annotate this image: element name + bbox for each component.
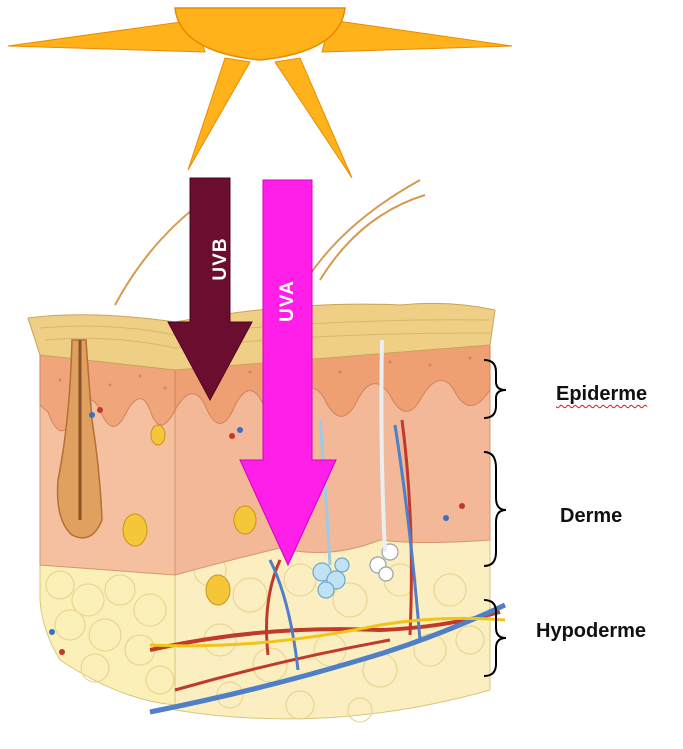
hypoderme-label: Hypoderme [536,620,646,643]
sun-icon [8,8,512,178]
sun-ray-right [322,20,512,52]
derme-label: Derme [560,505,622,528]
sun-ray-left [8,20,205,52]
epiderme-label: Epiderme [556,383,647,406]
sun-ray-lower-right [275,58,352,178]
epiderme-text: Epiderme [556,383,647,405]
sun-ray-lower-left [188,58,250,170]
uva-label: UVA [277,276,299,326]
uvb-label: UVB [210,234,232,284]
